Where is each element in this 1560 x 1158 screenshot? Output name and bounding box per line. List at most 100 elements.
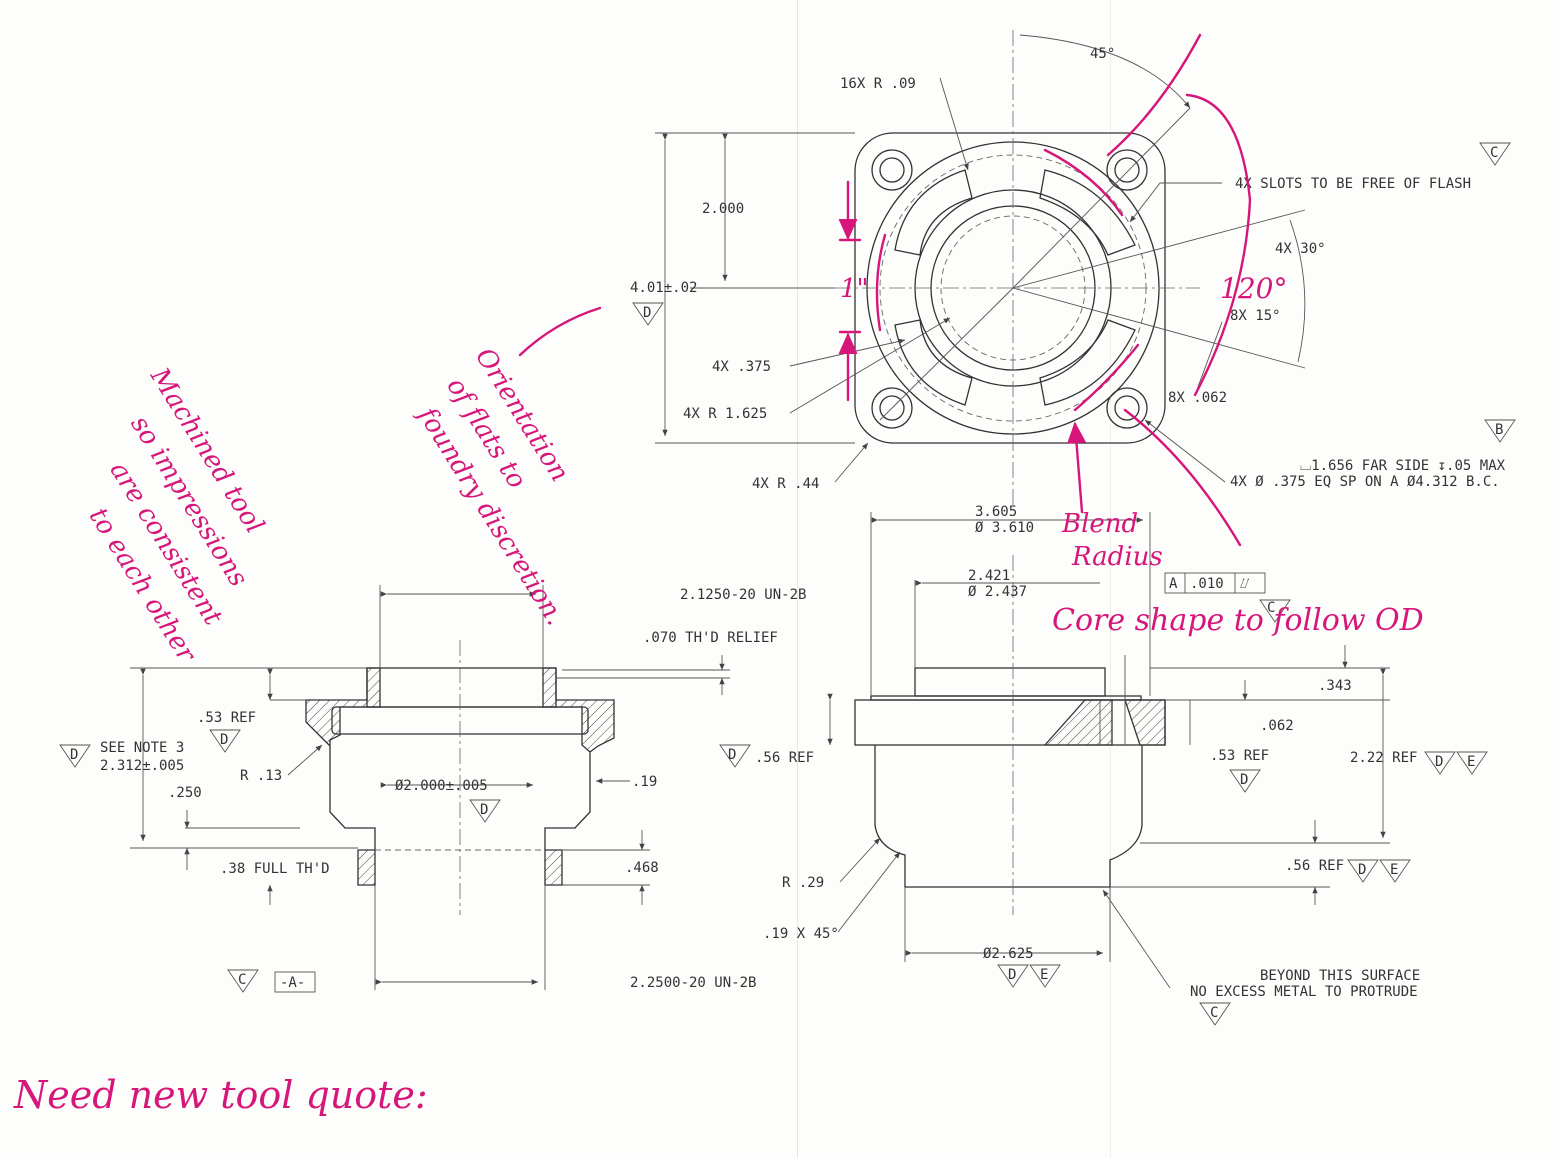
- dim-56ref: .56 REF: [755, 750, 814, 766]
- fold-line: [797, 0, 798, 1158]
- dim-2437: Ø 2.437: [968, 584, 1027, 600]
- markup-core-shape: Core shape to follow OD: [1052, 603, 1424, 638]
- datum-c: C: [1479, 142, 1511, 166]
- slot: [894, 169, 973, 256]
- datum-e: E: [1029, 964, 1061, 988]
- angle-8x15: 8X 15°: [1230, 308, 1281, 324]
- dim-3610: Ø 3.610: [975, 520, 1034, 536]
- dim-468: .468: [625, 860, 659, 876]
- datum-a: -A-: [280, 975, 305, 991]
- datum-d: D: [469, 799, 501, 823]
- datum-d: D: [59, 744, 91, 768]
- dim-19x45: .19 X 45°: [763, 926, 839, 942]
- dim-4xr44: 4X R .44: [752, 476, 819, 492]
- fcf-symbol: ⌰: [1240, 576, 1250, 592]
- svg-text:C: C: [1210, 1005, 1218, 1021]
- svg-text:C: C: [238, 972, 246, 988]
- slot: [1039, 169, 1136, 256]
- svg-text:D: D: [643, 305, 651, 321]
- markup-tool-quote: Need new tool quote:: [13, 1073, 428, 1117]
- svg-text:B: B: [1495, 422, 1503, 438]
- markup-machined-tool: Machined tool so impressions are consist…: [83, 362, 270, 669]
- slot: [894, 319, 973, 406]
- svg-text:D: D: [1358, 862, 1366, 878]
- svg-text:D: D: [1008, 967, 1016, 983]
- dim-38-thread: .38 FULL TH'D: [220, 861, 330, 877]
- datum-e: E: [1379, 859, 1411, 883]
- dim-r29: R .29: [782, 875, 824, 891]
- datum-d: D: [1424, 751, 1456, 775]
- thread-top: 2.1250-20 UN-2B: [680, 587, 806, 603]
- dim-2312: 2.312±.005: [100, 758, 184, 774]
- hole-callout: 4X Ø .375 EQ SP ON A Ø4.312 B.C.: [1230, 474, 1500, 490]
- svg-text:D: D: [728, 747, 736, 763]
- datum-c: C: [227, 969, 259, 993]
- svg-text:E: E: [1467, 754, 1475, 770]
- dim-222ref: 2.22 REF: [1350, 750, 1417, 766]
- datum-b: B: [1484, 419, 1516, 443]
- dim-062: .062: [1260, 718, 1294, 734]
- note-excess-metal-2: BEYOND THIS SURFACE: [1260, 968, 1420, 984]
- markup-angle-120: 120°: [1220, 272, 1287, 305]
- dim-53ref: .53 REF: [1210, 748, 1269, 764]
- svg-text:D: D: [70, 747, 78, 763]
- fcf-tolerance: .010: [1190, 576, 1224, 592]
- dim-56ref: .56 REF: [1285, 858, 1344, 874]
- svg-text:D: D: [1435, 754, 1443, 770]
- top-view: [655, 30, 1306, 505]
- dim-2000: 2.000: [702, 201, 744, 217]
- thread-bottom: 2.2500-20 UN-2B: [630, 975, 756, 991]
- dim-8x062: 8X .062: [1168, 390, 1227, 406]
- markup-blend: Blend: [1061, 509, 1138, 539]
- fold-line: [1110, 0, 1111, 1158]
- note-excess-metal: NO EXCESS METAL TO PROTRUDE: [1190, 984, 1418, 1000]
- datum-d: D: [632, 302, 664, 326]
- svg-text:E: E: [1390, 862, 1398, 878]
- dim-53ref: .53 REF: [197, 710, 256, 726]
- dim-4010: 4.01±.02: [630, 280, 697, 296]
- svg-text:E: E: [1040, 967, 1048, 983]
- dim-r13: R .13: [240, 768, 282, 784]
- datum-d: D: [209, 729, 241, 753]
- note-slots-flash: 4X SLOTS TO BE FREE OF FLASH: [1235, 176, 1471, 192]
- datum-d: D: [719, 744, 751, 768]
- dim-4xr1625: 4X R 1.625: [683, 406, 767, 422]
- left-section-view: [130, 585, 730, 993]
- svg-text:D: D: [220, 732, 228, 748]
- svg-text:D: D: [1240, 772, 1248, 788]
- datum-c: C: [1199, 1002, 1231, 1026]
- datum-d: D: [997, 964, 1029, 988]
- hole-callout-counterbore: ⌴1.656 FAR SIDE ↧.05 MAX: [1300, 458, 1506, 474]
- dim-2421: 2.421: [968, 568, 1010, 584]
- angle-45: 45°: [1090, 46, 1115, 62]
- corner-hole: [871, 149, 913, 191]
- dim-250: .250: [168, 785, 202, 801]
- datum-d: D: [1229, 769, 1261, 793]
- dim-2625: Ø2.625: [983, 946, 1034, 962]
- datum-d: D: [1347, 859, 1379, 883]
- markup-orientation: Orientation of flats to foundry discreti…: [411, 343, 575, 631]
- dim-bore-2000: Ø2.000±.005: [395, 778, 488, 794]
- datum-symbols: C D B C D D D D D E D D E D E C C: [59, 142, 1516, 1026]
- dim-3605: 3.605: [975, 504, 1017, 520]
- svg-text:D: D: [480, 802, 488, 818]
- datum-c: C: [1259, 599, 1291, 623]
- markup-one-inch: 1": [840, 274, 869, 304]
- fcf-datum: A: [1169, 576, 1178, 592]
- corner-hole: [1106, 149, 1148, 191]
- right-section-view: [827, 512, 1390, 989]
- dimension-text: 4X SLOTS TO BE FREE OF FLASH 16X R .09 4…: [100, 46, 1506, 1000]
- angle-4x30: 4X 30°: [1275, 241, 1326, 257]
- markup-radius: Radius: [1071, 542, 1163, 572]
- corner-hole: [871, 387, 913, 429]
- see-note-3: SEE NOTE 3: [100, 740, 184, 756]
- corner-hole: [1106, 387, 1148, 429]
- svg-text:C: C: [1490, 145, 1498, 161]
- slot: [1039, 319, 1136, 406]
- dim-19: .19: [632, 774, 657, 790]
- radius-16x: 16X R .09: [840, 76, 916, 92]
- svg-text:C: C: [1267, 600, 1275, 616]
- dim-343: .343: [1318, 678, 1352, 694]
